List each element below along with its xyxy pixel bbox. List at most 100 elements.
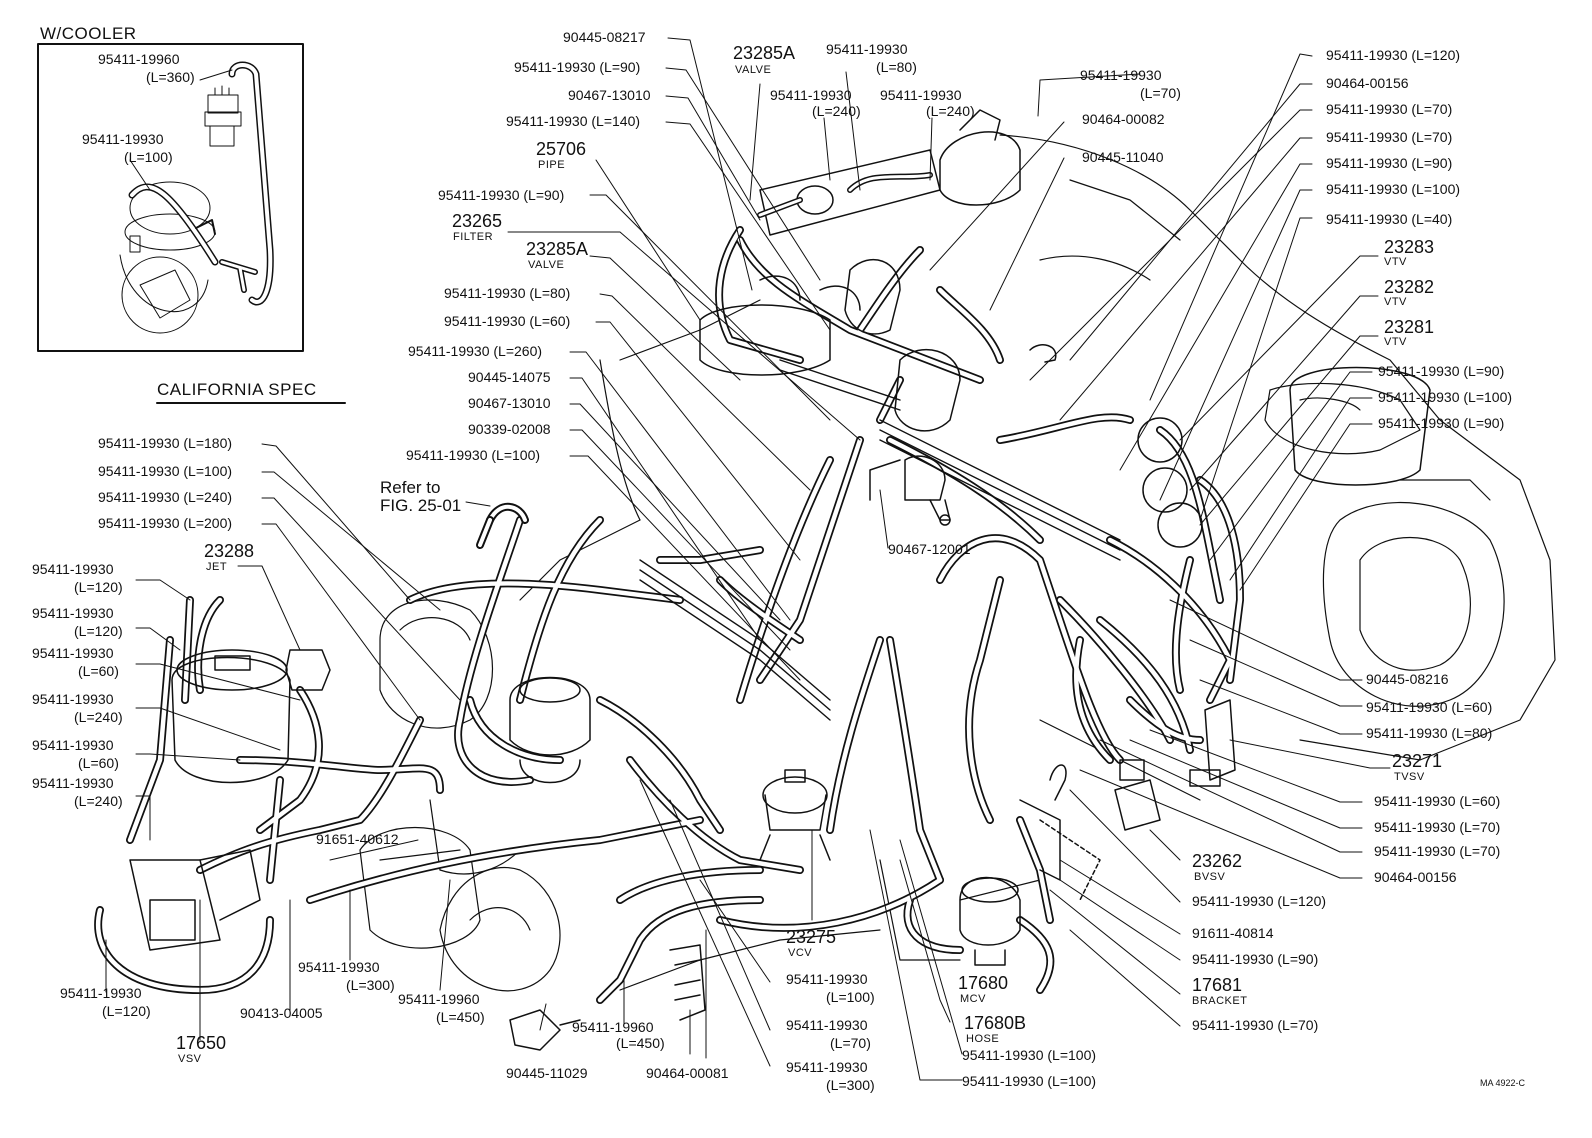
label-23275: 23275 xyxy=(786,927,837,947)
label-90467-12001: 90467-12001 xyxy=(888,541,971,557)
label-r-90464-00156-b: 90464-00156 xyxy=(1374,869,1457,885)
label-m-hose-l300-a-len: (L=300) xyxy=(826,1077,875,1093)
label-23262-sub: BVSV xyxy=(1194,871,1226,883)
label-90467-13010-mid: 90467-13010 xyxy=(468,395,551,411)
label-23271-sub: TVSV xyxy=(1394,771,1425,783)
label-23265: 23265 xyxy=(452,211,503,231)
label-90464-00081: 90464-00081 xyxy=(646,1065,729,1081)
label-r-91611-40814: 91611-40814 xyxy=(1192,925,1274,941)
label-17681: 17681 xyxy=(1192,975,1243,995)
label-hose-l80-top: 95411-19930 xyxy=(826,41,908,57)
california-spec-title: CALIFORNIA SPEC xyxy=(157,380,317,399)
label-90445-11040: 90445-11040 xyxy=(1082,149,1164,165)
label-m-hose-l70-a-len: (L=70) xyxy=(830,1035,871,1051)
label-90445-08217: 90445-08217 xyxy=(563,29,646,45)
label-m-hose-l100-c: 95411-19930 (L=100) xyxy=(962,1073,1097,1089)
label-23283: 23283 xyxy=(1384,237,1435,257)
label-m-hose-l100-a: 95411-19930 xyxy=(786,971,868,987)
label-m-hose-19960-a-len: (L=450) xyxy=(436,1009,485,1025)
label-l-hose-l120-c: 95411-19930 xyxy=(60,985,142,1001)
label-90413-04005: 90413-04005 xyxy=(240,1005,323,1021)
label-25706: 25706 xyxy=(536,139,587,159)
vacuum-hoses xyxy=(94,226,1244,1004)
label-hose-l70-top: 95411-19930 xyxy=(1080,67,1162,83)
label-m-hose-19960-a: 95411-19960 xyxy=(398,991,480,1007)
label-r-hose-l80: 95411-19930 (L=80) xyxy=(1366,725,1493,741)
label-23282: 23282 xyxy=(1384,277,1435,297)
label-23265-sub: FILTER xyxy=(453,231,494,243)
label-r-hose-l70-b: 95411-19930 (L=70) xyxy=(1326,129,1453,145)
label-r-hose-l90-d: 95411-19930 (L=90) xyxy=(1192,951,1319,967)
label-hose-l60-mid: 95411-19930 (L=60) xyxy=(444,313,571,329)
label-25706-sub: PIPE xyxy=(538,159,566,171)
label-l-hose-l240-a: 95411-19930 xyxy=(32,691,114,707)
label-r-hose-l60: 95411-19930 (L=60) xyxy=(1366,699,1493,715)
label-m-hose-l100-b: 95411-19930 (L=100) xyxy=(962,1047,1097,1063)
label-90445-11029: 90445-11029 xyxy=(506,1065,588,1081)
label-90445-14075: 90445-14075 xyxy=(468,369,551,385)
label-l-hose-l240: 95411-19930 (L=240) xyxy=(98,489,233,505)
label-l-hose-l120-b-len: (L=120) xyxy=(74,623,123,639)
label-l-hose-l120-a-len: (L=120) xyxy=(74,579,123,595)
label-hose-l140: 95411-19930 (L=140) xyxy=(506,113,641,129)
label-l-hose-l60-a-len: (L=60) xyxy=(78,663,119,679)
label-r-hose-l90: 95411-19930 (L=90) xyxy=(1326,155,1453,171)
label-hose-l240-a-len: (L=240) xyxy=(812,103,861,119)
label-r-hose-l100: 95411-19930 (L=100) xyxy=(1326,181,1461,197)
label-l-hose-l120-a: 95411-19930 xyxy=(32,561,114,577)
cooler-inset-title: W/COOLER xyxy=(40,24,137,43)
label-m-hose-l300-b-len: (L=300) xyxy=(346,977,395,993)
label-refer-to: Refer to xyxy=(380,478,441,497)
label-l-hose-l60-a: 95411-19930 xyxy=(32,645,114,661)
label-23282-sub: VTV xyxy=(1384,296,1407,308)
label-cooler-hose-19960: 95411-19960 xyxy=(98,51,180,67)
label-hose-l80-mid: 95411-19930 (L=80) xyxy=(444,285,571,301)
label-91651-40612: 91651-40612 xyxy=(316,831,399,847)
label-r-hose-l120-b: 95411-19930 (L=120) xyxy=(1192,893,1327,909)
label-23271: 23271 xyxy=(1392,751,1443,771)
label-17680-sub: MCV xyxy=(960,993,986,1005)
label-hose-l70-top-len: (L=70) xyxy=(1140,85,1181,101)
label-cooler-hose-19960-len: (L=360) xyxy=(146,69,195,85)
label-23285a-mid-sub: VALVE xyxy=(528,259,565,271)
top-canister-assembly xyxy=(757,109,1021,236)
label-23283-sub: VTV xyxy=(1384,256,1407,268)
label-l-hose-l240-b-len: (L=240) xyxy=(74,793,123,809)
label-hose-l90-mid: 95411-19930 (L=90) xyxy=(438,187,565,203)
label-17680: 17680 xyxy=(958,973,1009,993)
label-23285a-top: 23285A xyxy=(733,43,796,63)
figure-code: MA 4922-C xyxy=(1480,1078,1526,1088)
label-l-hose-l200: 95411-19930 (L=200) xyxy=(98,515,233,531)
label-r-90445-08216: 90445-08216 xyxy=(1366,671,1449,687)
label-refer-fig: FIG. 25-01 xyxy=(380,496,462,515)
label-17681-sub: BRACKET xyxy=(1192,995,1248,1007)
label-90339-02008: 90339-02008 xyxy=(468,421,551,437)
label-23288: 23288 xyxy=(204,541,255,561)
components xyxy=(129,259,1431,1051)
label-r-hose-l70-a: 95411-19930 (L=70) xyxy=(1326,101,1453,117)
label-hose-l260: 95411-19930 (L=260) xyxy=(408,343,543,359)
label-m-hose-19960-b-len: (L=450) xyxy=(616,1035,665,1051)
label-90467-13010-top: 90467-13010 xyxy=(568,87,651,103)
label-l-hose-l120-c-len: (L=120) xyxy=(102,1003,151,1019)
label-hose-l240-b: 95411-19930 xyxy=(880,87,962,103)
label-r-hose-l70-c: 95411-19930 (L=70) xyxy=(1374,819,1501,835)
label-r-hose-l100-b: 95411-19930 (L=100) xyxy=(1378,389,1513,405)
label-hose-l90-top: 95411-19930 (L=90) xyxy=(514,59,641,75)
label-r-hose-l90-b: 95411-19930 (L=90) xyxy=(1378,363,1505,379)
label-l-hose-l60-b-len: (L=60) xyxy=(78,755,119,771)
label-17680b-sub: HOSE xyxy=(966,1033,1000,1045)
label-hose-l240-a: 95411-19930 xyxy=(770,87,852,103)
label-m-hose-l300-b: 95411-19930 xyxy=(298,959,380,975)
label-cooler-hose-l100: 95411-19930 xyxy=(82,131,164,147)
label-m-hose-l70-a: 95411-19930 xyxy=(786,1017,868,1033)
label-m-hose-l100-a-len: (L=100) xyxy=(826,989,875,1005)
label-23262: 23262 xyxy=(1192,851,1243,871)
label-r-hose-l120: 95411-19930 (L=120) xyxy=(1326,47,1461,63)
label-l-hose-l100: 95411-19930 (L=100) xyxy=(98,463,233,479)
label-l-hose-l180: 95411-19930 (L=180) xyxy=(98,435,233,451)
label-l-hose-l240-b: 95411-19930 xyxy=(32,775,114,791)
label-r-hose-l90-c: 95411-19930 (L=90) xyxy=(1378,415,1505,431)
label-23288-sub: JET xyxy=(206,561,228,573)
